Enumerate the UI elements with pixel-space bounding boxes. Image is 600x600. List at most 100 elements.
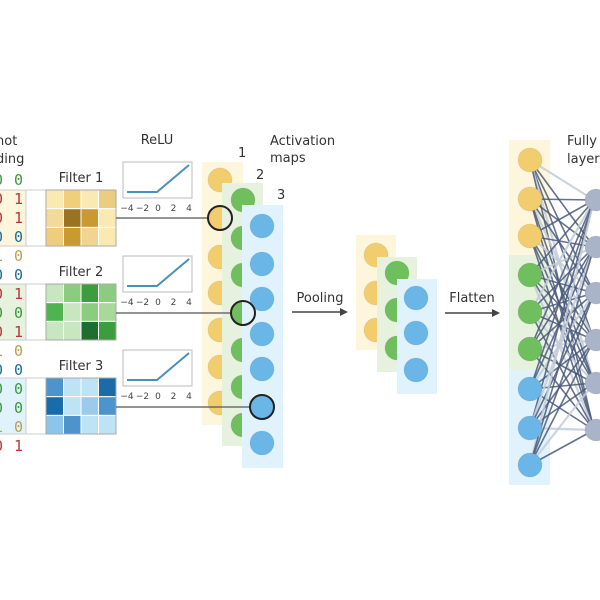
- filter-cell: [63, 396, 82, 416]
- relu-tick: −4: [120, 298, 134, 308]
- fc-edge: [529, 382, 595, 466]
- filter-cell: [80, 414, 99, 435]
- fc-edge: [529, 348, 595, 431]
- sequence-digit: 1: [14, 285, 23, 303]
- sequence-digit: 0: [14, 171, 23, 189]
- relu-tick: 2: [171, 392, 177, 402]
- fc-edge: [529, 199, 595, 350]
- fc-node: [584, 418, 600, 442]
- flatten-label: Flatten: [449, 291, 495, 306]
- fc-edge: [529, 339, 595, 466]
- sequence-digit: 0: [0, 304, 3, 322]
- relu-tick: −4: [120, 392, 134, 402]
- relu-curve-3: [127, 352, 190, 381]
- filter-cell: [80, 283, 99, 304]
- filter-cell: [98, 189, 117, 210]
- relu-tick: 0: [155, 298, 161, 308]
- fc-edge: [529, 199, 595, 313]
- sequence-digit: 1: [0, 342, 3, 360]
- relu-tick: 4: [186, 392, 192, 402]
- filter-cell: [45, 302, 64, 322]
- sequence-digit: 0: [14, 399, 23, 417]
- encoding-window-gap-1: [25, 189, 47, 247]
- encoding-label-line2: ding: [0, 152, 24, 167]
- sequence-digit: 0: [0, 380, 3, 398]
- filter-cell: [63, 414, 82, 435]
- fc-edge: [529, 292, 595, 390]
- filter-cell: [63, 189, 82, 210]
- fc-node: [584, 281, 600, 305]
- filter-cell: [80, 208, 99, 228]
- filter-cell: [98, 320, 117, 341]
- fc-edge: [529, 235, 595, 384]
- pooled-node: [403, 357, 429, 383]
- relu-tick: 0: [155, 204, 161, 214]
- pooled-node: [403, 285, 429, 311]
- fc-edge: [529, 199, 595, 237]
- fc-label-line2: layer: [567, 152, 600, 167]
- filter-cell: [98, 226, 117, 247]
- relu-tick: −4: [120, 204, 134, 214]
- relu-tick: 2: [171, 204, 177, 214]
- highlighted-activation-node-2: [230, 300, 256, 326]
- highlighted-activation-node-1: [207, 205, 233, 231]
- flatten-node: [517, 147, 543, 173]
- fc-edge: [528, 246, 596, 429]
- filter-label-3: Filter 3: [59, 359, 104, 374]
- relu-label: ReLU: [141, 133, 174, 148]
- sequence-digit: 1: [0, 247, 3, 265]
- activation-node: [249, 430, 275, 456]
- fc-edge: [529, 246, 595, 390]
- relu-curve-2: [127, 258, 190, 287]
- relu-tick: 4: [186, 204, 192, 214]
- filter-cell: [98, 302, 117, 322]
- fc-edge: [529, 339, 595, 390]
- sequence-digit: 0: [0, 266, 3, 284]
- filter-cell: [80, 226, 99, 247]
- fc-edge: [529, 292, 595, 429]
- encoding-window-gap-2: [25, 283, 47, 341]
- flatten-node: [517, 262, 543, 288]
- relu-tick: 4: [186, 298, 192, 308]
- highlighted-activation-node-3: [249, 394, 275, 420]
- sequence-digit: 0: [0, 171, 3, 189]
- flatten-node: [517, 299, 543, 325]
- fc-edge: [529, 199, 595, 390]
- sequence-digit: 0: [0, 399, 3, 417]
- fc-node: [584, 371, 600, 395]
- fc-node: [584, 188, 600, 212]
- sequence-digit: 1: [14, 209, 23, 227]
- sequence-digit: 0: [14, 380, 23, 398]
- sequence-digit: 0: [14, 247, 23, 265]
- pooling-label: Pooling: [297, 291, 344, 306]
- sequence-digit: 0: [0, 285, 3, 303]
- map-number-2: 2: [256, 168, 264, 183]
- filter-cell: [45, 189, 64, 210]
- fc-edge: [529, 159, 595, 201]
- sequence-digit: 0: [14, 228, 23, 246]
- filter-cell: [63, 320, 82, 341]
- fc-edge: [529, 429, 595, 466]
- fc-edge: [529, 292, 595, 466]
- fc-edge: [529, 246, 595, 313]
- filter-cell: [45, 377, 64, 398]
- sequence-digit: 0: [0, 209, 3, 227]
- filter-label-2: Filter 2: [59, 265, 104, 280]
- sequence-digit: 0: [0, 437, 3, 455]
- flatten-node: [517, 376, 543, 402]
- filter-cell: [45, 414, 64, 435]
- filter-cell: [63, 226, 82, 247]
- activation-node: [249, 356, 275, 382]
- fc-edge: [529, 339, 595, 429]
- sequence-digit: 0: [0, 361, 3, 379]
- map-number-1: 1: [238, 146, 246, 161]
- filter-cell: [45, 320, 64, 341]
- flatten-node: [517, 223, 543, 249]
- encoding-window-2: [0, 283, 27, 341]
- map-number-3: 3: [277, 188, 285, 203]
- filter-3-frame: [45, 377, 117, 435]
- fc-edge: [529, 292, 595, 350]
- encoding-window-gap-3: [25, 377, 47, 435]
- sequence-digit: 0: [14, 361, 23, 379]
